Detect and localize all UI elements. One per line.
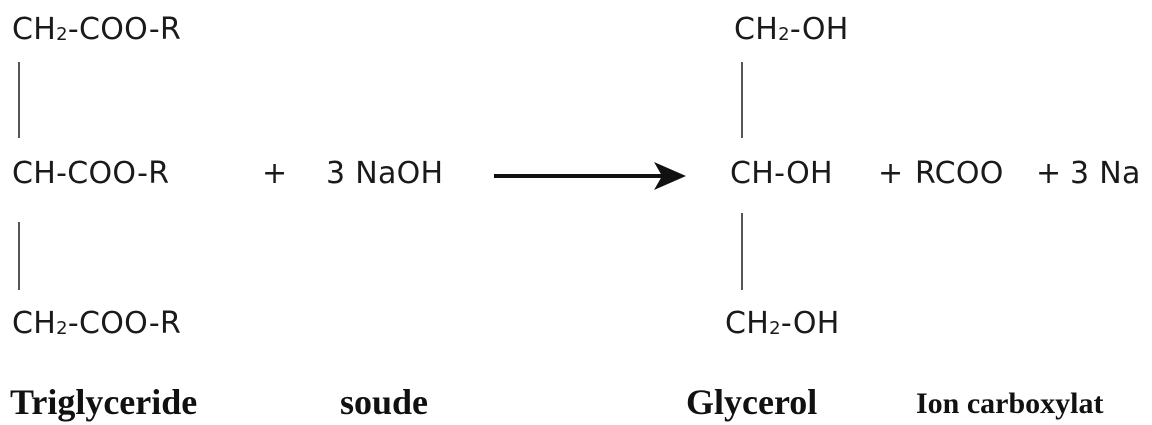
plus-sign-reactants: +	[262, 156, 288, 191]
carboxylate-label: Ion carboxylat	[916, 387, 1104, 420]
glycerol-bottom-main: CH	[725, 306, 770, 341]
glycerol-label: Glycerol	[686, 382, 818, 422]
glycerol-top-rest: -OH	[789, 12, 849, 47]
triglyceride-bottom-rest: -COO-R	[67, 306, 182, 341]
triglyceride-bond-lower	[18, 222, 20, 290]
triglyceride-top-subscript: 2	[56, 24, 68, 45]
glycerol-top-group: CH2-OH	[734, 15, 849, 45]
triglyceride-bond-upper	[18, 62, 20, 138]
glycerol-bond-upper	[741, 62, 743, 138]
triglyceride-top-main: CH	[12, 12, 57, 47]
carboxylate-formula: RCOO	[915, 156, 1004, 191]
triglyceride-bottom-group: CH2-COO-R	[12, 309, 181, 339]
glycerol-bottom-subscript: 2	[769, 318, 781, 339]
triglyceride-top-group: CH2-COO-R	[12, 15, 181, 45]
sodium-formula: 3 Na	[1070, 156, 1141, 191]
plus-sign-products-1: +	[878, 156, 904, 191]
glycerol-middle-group: CH-OH	[730, 156, 833, 191]
glycerol-bottom-group: CH2-OH	[725, 309, 840, 339]
triglyceride-top-rest: -COO-R	[67, 12, 182, 47]
triglyceride-bottom-subscript: 2	[56, 318, 68, 339]
plus-sign-products-2: +	[1036, 156, 1062, 191]
glycerol-bond-lower	[741, 213, 743, 290]
glycerol-top-main: CH	[734, 12, 779, 47]
reaction-arrow-icon	[494, 162, 686, 190]
triglyceride-label: Triglyceride	[10, 382, 198, 422]
triglyceride-middle-group: CH-COO-R	[12, 156, 170, 191]
soude-label: soude	[340, 382, 429, 422]
glycerol-bottom-rest: -OH	[780, 306, 840, 341]
naoh-formula: 3 NaOH	[326, 156, 444, 191]
triglyceride-bottom-main: CH	[12, 306, 57, 341]
glycerol-top-subscript: 2	[778, 24, 790, 45]
